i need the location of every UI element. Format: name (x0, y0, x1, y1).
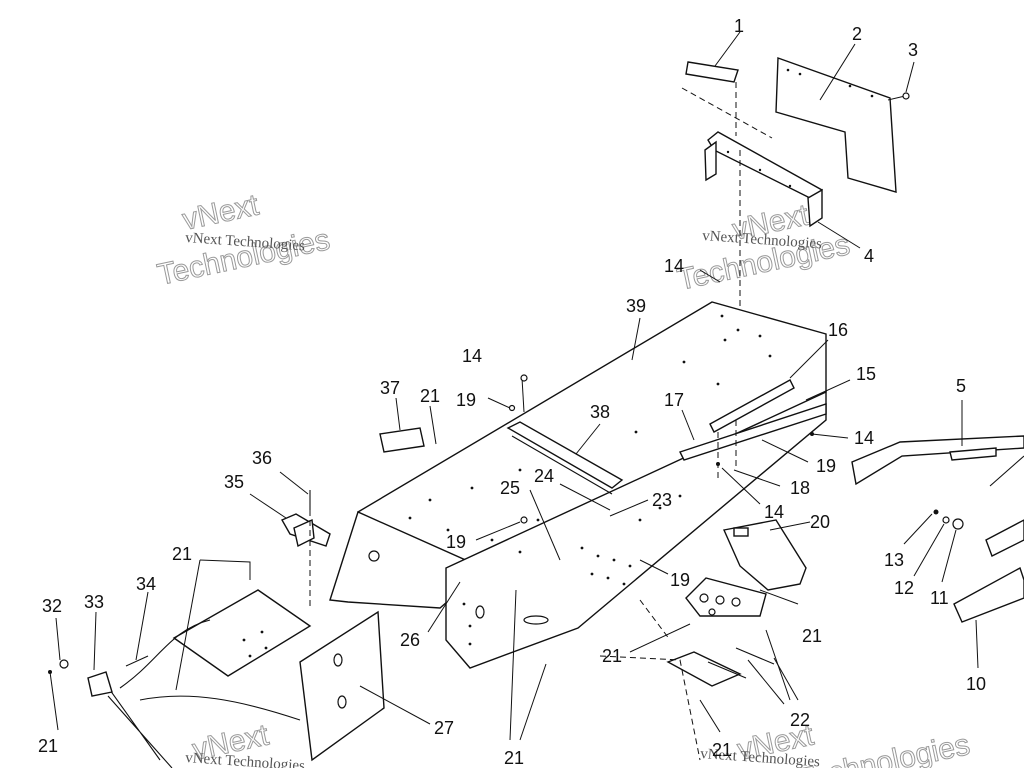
bracket-part-35 (249, 493, 331, 548)
callout-21-b: 21 (172, 544, 192, 564)
callout-39: 39 (626, 296, 646, 316)
bolt-part-34 (125, 591, 149, 667)
callout-21-f: 21 (504, 748, 524, 768)
callout-23: 23 (652, 490, 672, 510)
rivet-part-3 (887, 61, 915, 101)
callout-11: 11 (930, 588, 949, 608)
snow-flap-part-2 (775, 43, 897, 193)
callout-14-lower: 14 (764, 502, 784, 522)
leader-lines (48, 269, 799, 741)
plate-part-37 (379, 397, 425, 453)
callout-36: 36 (252, 448, 272, 468)
callout-1: 1 (734, 16, 744, 36)
decal-part-1 (681, 31, 773, 139)
watermark-big-line2: Technologies (795, 728, 973, 768)
callout-5: 5 (956, 376, 966, 396)
callout-21-c: 21 (802, 626, 822, 646)
bolt-part-36 (279, 471, 311, 610)
callout-3: 3 (908, 40, 918, 60)
bracket-part-18 (733, 469, 781, 487)
rail-part-38 (506, 421, 624, 495)
screw-part-14-lower (716, 462, 761, 505)
front-frame-part-27 (87, 589, 431, 769)
slide-rail-part-15 (679, 379, 851, 461)
washer-part-12 (913, 516, 950, 577)
callout-38: 38 (590, 402, 610, 422)
foot-bracket-part-33 (87, 611, 113, 697)
flap-bracket-part-4 (704, 131, 861, 310)
rear-bumper-part-10 (953, 519, 1024, 669)
watermark-bottom-right: vNext Technologies vNext Technologies (700, 718, 974, 773)
callout-20: 20 (810, 512, 830, 532)
callout-26: 26 (400, 630, 420, 650)
callout-15: 15 (856, 364, 876, 384)
bracket-part-20 (723, 519, 811, 591)
callout-19-a: 19 (456, 390, 476, 410)
mount-plate-part-22 (666, 577, 799, 705)
callout-19-c: 19 (446, 532, 466, 552)
watermark-bottom-left: vNext vNext Technologies (185, 718, 306, 773)
assembly-dashed-lines (599, 599, 701, 761)
nut-part-13 (903, 509, 939, 545)
callout-32: 32 (42, 596, 62, 616)
callout-24: 24 (534, 466, 554, 486)
callout-33: 33 (84, 592, 104, 612)
callout-14-top: 14 (664, 256, 684, 276)
callout-21-g: 21 (712, 740, 732, 760)
screw-part-19-right (761, 439, 809, 463)
callout-16: 16 (828, 320, 848, 340)
callout-14-right: 14 (854, 428, 874, 448)
callout-19-b: 19 (816, 456, 836, 476)
bracket-part-17 (681, 409, 737, 480)
screw-part-14-right (810, 432, 849, 439)
watermark-left: vNext Technologies vNext Technologies (154, 188, 333, 292)
callout-13: 13 (884, 550, 904, 570)
tunnel-part-39 (329, 301, 827, 669)
callout-18: 18 (790, 478, 810, 498)
callout-4: 4 (864, 246, 874, 266)
callout-34: 34 (136, 574, 156, 594)
watermark-center: vNext Technologies vNext Technologies (674, 198, 853, 297)
watermark-small: vNext Technologies (185, 750, 306, 768)
callout-17: 17 (664, 390, 684, 410)
callout-37: 37 (380, 378, 400, 398)
callout-10: 10 (966, 674, 986, 694)
callout-2: 2 (852, 24, 862, 44)
callout-22: 22 (790, 710, 810, 730)
callout-25: 25 (500, 478, 520, 498)
callout-19-d: 19 (670, 570, 690, 590)
callout-21-d: 21 (602, 646, 622, 666)
callout-21-a: 21 (420, 386, 440, 406)
callout-labels: 1 2 3 4 5 10 11 12 13 14 14 14 14 15 16 … (38, 16, 986, 768)
nut-part-32 (55, 617, 69, 669)
callout-35: 35 (224, 472, 244, 492)
slide-rail-part-16 (709, 339, 829, 433)
callout-12: 12 (894, 578, 914, 598)
bumper-part-5 (851, 400, 1024, 487)
bolt-part-11 (941, 518, 964, 583)
callout-21-e: 21 (38, 736, 58, 756)
callout-14-mid: 14 (462, 346, 482, 366)
callout-27: 27 (434, 718, 454, 738)
